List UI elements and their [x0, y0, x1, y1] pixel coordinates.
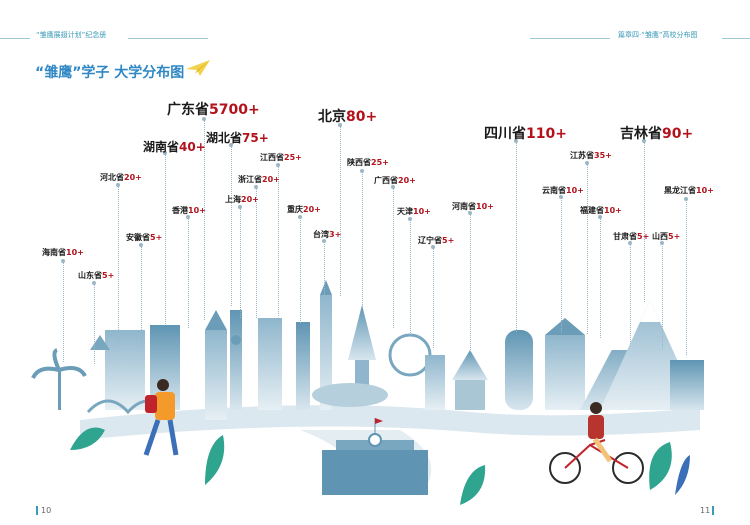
province-label-hunan: 湖南省40+: [143, 140, 206, 154]
province-label-fujian: 福建省10+: [580, 206, 622, 215]
page-number-right: 11: [700, 506, 711, 515]
pin-line: [202, 117, 206, 320]
province-label-heilongjiang: 黑龙江省10+: [664, 186, 714, 195]
pin-line: [468, 211, 472, 352]
province-label-hebei: 河北省20+: [100, 173, 142, 182]
header-right-text: 篇章四·“雏鹰”高校分布图: [618, 31, 698, 39]
pin-line: [628, 241, 632, 344]
pin-line: [391, 185, 395, 328]
province-label-jilin: 吉林省90+: [620, 126, 694, 142]
pin-line: [186, 215, 190, 328]
province-label-jiangsu: 江苏省35+: [570, 151, 612, 160]
pin-line: [408, 217, 412, 335]
pin-line: [660, 241, 664, 349]
province-label-hubei: 湖北省75+: [206, 131, 269, 145]
pin-line: [61, 259, 65, 362]
pin-line: [598, 215, 602, 338]
province-label-gansu: 甘肃省5+: [613, 232, 650, 241]
province-label-shaanxi: 陕西省25+: [347, 158, 389, 167]
pin-line: [139, 243, 143, 346]
header-rule-left: [0, 38, 30, 39]
province-label-jiangxi: 江西省25+: [260, 153, 302, 162]
province-label-shandong: 山东省5+: [78, 271, 115, 280]
province-label-beijing: 北京80+: [318, 109, 378, 125]
pin-line: [229, 143, 233, 306]
province-label-sichuan: 四川省110+: [484, 126, 567, 142]
paper-plane-icon: [186, 60, 210, 76]
pin-line: [642, 139, 646, 302]
page-marker-right: [712, 506, 714, 515]
province-label-hongkong: 香港10+: [172, 206, 206, 215]
pin-line: [163, 151, 167, 324]
province-label-zhejiang: 浙江省20+: [238, 175, 280, 184]
province-label-hainan: 海南省10+: [42, 248, 84, 257]
header-left-text: “雏鹰展翅计划”纪念册: [36, 31, 107, 39]
pin-line: [92, 281, 96, 364]
pin-line: [514, 139, 518, 332]
pin-line: [322, 239, 326, 297]
province-label-taiwan: 台湾3+: [313, 230, 342, 239]
pin-line: [238, 205, 242, 318]
province-label-yunnan: 云南省10+: [542, 186, 584, 195]
province-label-anhui: 安徽省5+: [126, 233, 163, 242]
pin-line: [276, 163, 280, 316]
pin-line: [559, 195, 563, 333]
pin-line: [298, 215, 302, 323]
header-rule-right: [530, 38, 610, 39]
page-number-left: 10: [41, 506, 52, 515]
pin-line: [431, 245, 435, 348]
pin-line: [585, 161, 589, 334]
province-label-shanghai: 上海20+: [225, 195, 259, 204]
province-label-guangdong: 广东省5700+: [167, 102, 260, 118]
pin-line: [360, 169, 364, 307]
province-label-henan: 河南省10+: [452, 202, 494, 211]
province-label-shanxi: 山西5+: [652, 232, 681, 241]
pin-line: [116, 183, 120, 346]
page-marker-left: [36, 506, 38, 515]
province-label-tianjin: 天津10+: [397, 207, 431, 216]
province-label-liaoning: 辽宁省5+: [418, 236, 455, 245]
pin-line: [684, 197, 688, 355]
province-label-chongqing: 重庆20+: [287, 205, 321, 214]
pin-line: [254, 185, 258, 318]
province-label-guangxi: 广西省20+: [374, 176, 416, 185]
pin-line: [338, 123, 342, 296]
header-rule-right-2: [722, 38, 750, 39]
header-rule-left-2: [128, 38, 208, 39]
page-title: “雏鹰”学子 大学分布图: [35, 65, 185, 81]
